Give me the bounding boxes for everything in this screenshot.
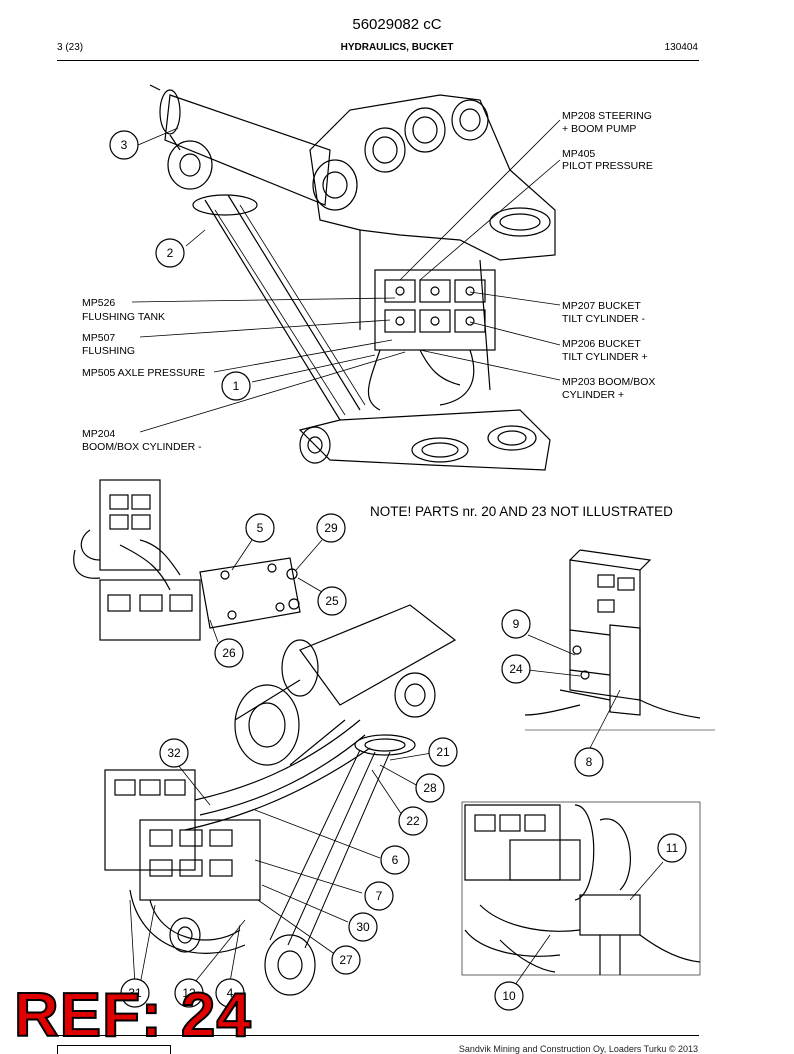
svg-text:4: 4 [227,986,234,1000]
label-mp505: MP505 AXLE PRESSURE [82,367,205,379]
svg-text:7: 7 [376,889,383,903]
boom-cylinder-drawing [104,604,457,996]
section-title: HYDRAULICS, BUCKET [340,42,454,53]
callout-8: 8 [574,747,604,777]
label-mp405-line2: PILOT PRESSURE [562,160,653,172]
svg-text:12: 12 [182,986,196,1000]
label-mp507-line2: FLUSHING [82,345,135,357]
note-text: NOTE! PARTS nr. 20 AND 23 NOT ILLUSTRATE… [370,504,673,519]
top-assembly-drawing [149,84,556,471]
top-leader-lines [131,119,561,433]
footer-rule [57,1035,699,1036]
callout-3: 3 [109,130,139,160]
label-mp208-line2: + BOOM PUMP [562,123,636,135]
svg-text:3: 3 [121,138,128,152]
callout-9: 9 [501,609,531,639]
svg-text:6: 6 [392,853,399,867]
svg-text:21: 21 [436,745,450,759]
svg-text:2: 2 [167,246,174,260]
callout-2: 2 [155,238,185,268]
callout-25: 25 [317,586,347,616]
callout-4: 4 [215,978,245,1008]
callout-12: 12 [174,978,204,1008]
valve-block-with-plate-drawing [73,479,301,641]
label-mp204-line2: BOOM/BOX CYLINDER - [82,441,202,453]
reference-stamp: REF: 24 [13,981,252,1050]
label-mp207-line2: TILT CYLINDER - [562,313,646,325]
svg-text:8: 8 [586,755,593,769]
callout-bubbles: 3 2 1 5 29 25 26 9 24 8 32 21 28 22 6 7 … [109,130,687,1011]
right-leader-lines [527,634,621,749]
callout-31: 31 [120,978,150,1008]
sandvik-logo [57,1045,171,1054]
callout-21: 21 [428,737,458,767]
svg-text:1: 1 [233,379,240,393]
label-mp208-line1: MP208 STEERING [562,110,652,122]
callout-26: 26 [214,638,244,668]
callout-1: 1 [221,371,251,401]
callout-22: 22 [398,806,428,836]
label-mp203-line1: MP203 BOOM/BOX [562,376,655,388]
page-number: 3 (23) [57,42,84,53]
callout-6: 6 [380,845,410,875]
label-mp507-line1: MP507 [82,332,115,344]
svg-text:31: 31 [128,986,142,1000]
measurement-point-labels: MP208 STEERING + BOOM PUMP MP405 PILOT P… [82,110,655,453]
label-mp207-line1: MP207 BUCKET [562,300,641,312]
svg-text:5: 5 [257,521,264,535]
valve-detail-drawing [524,549,715,731]
callout-32: 32 [159,738,189,768]
svg-text:28: 28 [423,781,437,795]
lower-right-detail-drawing [461,801,701,976]
lower-left-leader-lines [129,752,433,986]
svg-text:32: 32 [167,746,181,760]
callout-30: 30 [348,912,378,942]
lower-right-leader-lines [514,861,664,986]
svg-text:22: 22 [406,814,420,828]
label-mp206-line1: MP206 BUCKET [562,338,641,350]
label-mp526-line2: FLUSHING TANK [82,311,165,323]
callout-10: 10 [494,981,524,1011]
callout-5: 5 [245,513,275,543]
callout-29: 29 [316,513,346,543]
label-mp405-line1: MP405 [562,148,595,160]
svg-text:11: 11 [666,841,679,855]
svg-text:27: 27 [339,953,353,967]
footer-copyright: Sandvik Mining and Construction Oy, Load… [458,1044,698,1054]
callout-11: 11 [657,833,687,863]
callout-27: 27 [331,945,361,975]
callout-28: 28 [415,773,445,803]
label-mp206-line2: TILT CYLINDER + [562,351,648,363]
date-code: 130404 [664,42,698,53]
label-mp203-line2: CYLINDER + [562,389,624,401]
middle-leader-lines [209,539,323,643]
svg-text:30: 30 [356,920,370,934]
svg-text:26: 26 [222,646,236,660]
document-number: 56029082 cC [352,16,442,33]
label-mp526-line1: MP526 [82,297,115,309]
svg-text:24: 24 [509,662,523,676]
svg-text:9: 9 [513,617,520,631]
callout-7: 7 [364,881,394,911]
label-mp204-line1: MP204 [82,428,115,440]
svg-text:10: 10 [502,989,516,1003]
header-rule [57,60,699,61]
svg-text:25: 25 [325,594,339,608]
svg-text:29: 29 [324,521,338,535]
callout-24: 24 [501,654,531,684]
